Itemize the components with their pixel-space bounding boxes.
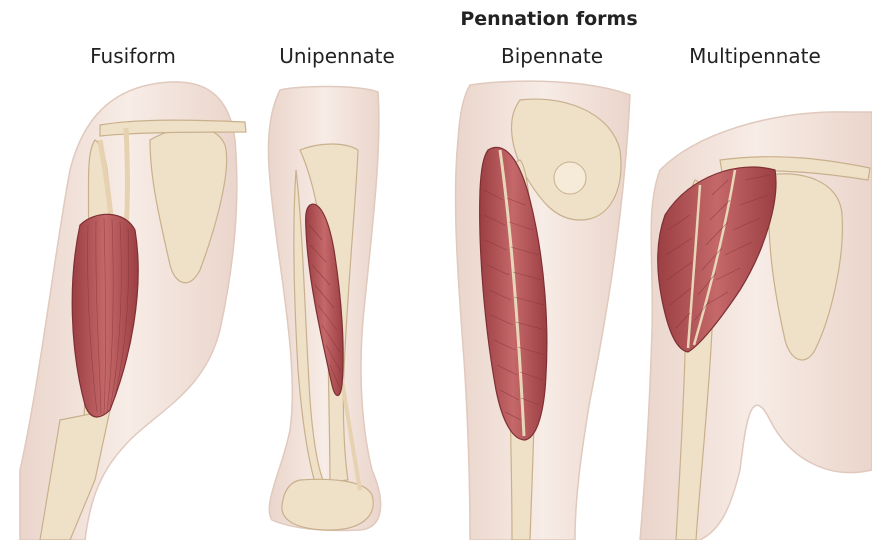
- bipennate-thigh: [456, 81, 630, 540]
- unipennate-leg: [268, 86, 380, 530]
- multipennate-shoulder: [640, 112, 872, 540]
- fusiform-arm: [20, 82, 246, 540]
- bipennate-hip-joint: [554, 162, 586, 194]
